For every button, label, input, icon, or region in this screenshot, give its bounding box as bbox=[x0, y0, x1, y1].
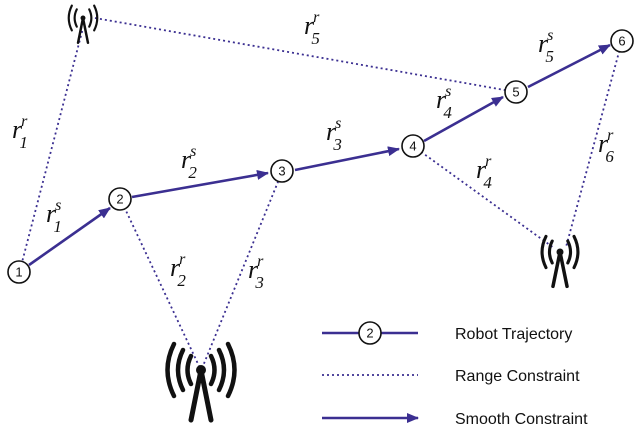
trajectory-node: 4 bbox=[401, 134, 425, 158]
legend-smooth: Smooth Constraint bbox=[322, 411, 588, 428]
node-label: 3 bbox=[278, 164, 285, 179]
range-edge-1 bbox=[19, 27, 84, 271]
legend-range-label: Range Constraint bbox=[455, 368, 580, 385]
node-label: 5 bbox=[512, 85, 519, 100]
trajectory-node: 6 bbox=[610, 29, 634, 53]
smooth-constraints bbox=[28, 43, 611, 267]
smooth-edge-4 bbox=[423, 95, 504, 143]
radio-antenna-icon bbox=[165, 341, 237, 423]
smooth-edge-5 bbox=[527, 43, 611, 89]
legend-smooth-label: Smooth Constraint bbox=[455, 411, 588, 428]
radio-antenna-icon bbox=[67, 4, 99, 45]
range-edge-6 bbox=[565, 40, 623, 248]
node-label: 6 bbox=[618, 34, 625, 49]
trajectory-node: 5 bbox=[504, 80, 528, 104]
range-edge-5 bbox=[94, 17, 517, 93]
node-label: 4 bbox=[409, 139, 416, 154]
legend-trajectory: 2 Robot Trajectory bbox=[322, 321, 572, 345]
smooth-edge-1 bbox=[28, 206, 111, 267]
smooth-edge-3 bbox=[294, 146, 400, 172]
range-edge-3 bbox=[202, 171, 283, 367]
legend-trajectory-label: Robot Trajectory bbox=[455, 326, 572, 343]
trajectory-nodes: 1 2 3 4 5 6 bbox=[7, 29, 634, 284]
node-label: 2 bbox=[116, 192, 123, 207]
trajectory-node: 3 bbox=[270, 159, 294, 183]
node-label: 1 bbox=[15, 265, 22, 280]
legend-node-label: 2 bbox=[366, 326, 373, 341]
range-edge-2 bbox=[119, 197, 200, 367]
range-constraints bbox=[19, 17, 623, 367]
trajectory-node: 1 bbox=[7, 260, 31, 284]
legend: 2 Robot Trajectory Range Constraint Smoo… bbox=[322, 321, 588, 428]
legend-range: Range Constraint bbox=[322, 368, 580, 385]
trajectory-node: 2 bbox=[108, 187, 132, 211]
smooth-edge-2 bbox=[131, 169, 269, 199]
range-edge-4 bbox=[412, 145, 555, 249]
radio-antenna-icon bbox=[540, 234, 580, 289]
